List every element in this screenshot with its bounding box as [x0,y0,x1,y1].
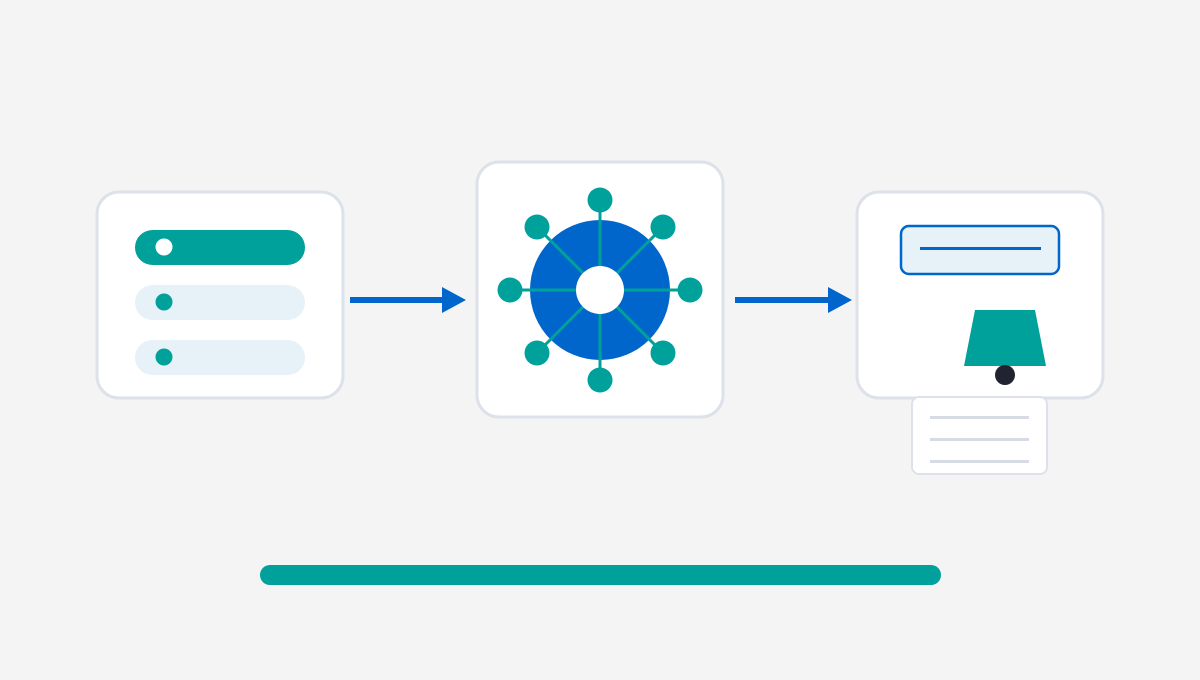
arrow-right-icon [735,287,852,313]
option-dot [155,293,173,311]
option-row [135,340,305,375]
arrow-head [828,287,852,313]
document-lines-icon [911,396,1048,475]
document-line [930,460,1029,463]
hub-node [587,367,613,393]
hub-node [497,277,523,303]
option-dot-selected [155,238,173,256]
option-row-selected [135,230,305,265]
input-card [95,190,345,400]
hub-node [587,187,613,213]
option-row [135,285,305,320]
hub-node [677,277,703,303]
hub-node [650,214,676,240]
option-pill [135,340,305,375]
hub-card [475,160,725,419]
arrow-shaft [350,297,460,303]
text-field-icon [899,224,1061,276]
option-pill-selected [135,230,305,265]
arrow-right-icon [350,287,466,313]
lamp-dot [995,365,1015,385]
progress-bar [260,565,941,585]
option-pill [135,285,305,320]
output-card [855,190,1105,400]
hub-node [650,340,676,366]
option-dot [155,348,173,366]
document-line [930,416,1029,419]
progress-fill [260,565,941,585]
options-list-icon [135,230,305,375]
hub-nodes [497,187,703,393]
text-field-line [920,247,1041,250]
hub-node [524,214,550,240]
hub-center [576,266,624,314]
hub-node [524,340,550,366]
arrow-shaft [735,297,845,303]
lamp-icon [964,310,1046,385]
hub-network-icon [497,187,703,393]
output-card-frame [855,190,1105,400]
lamp-shade [964,310,1046,366]
document-line [930,438,1029,441]
arrow-head [442,287,466,313]
